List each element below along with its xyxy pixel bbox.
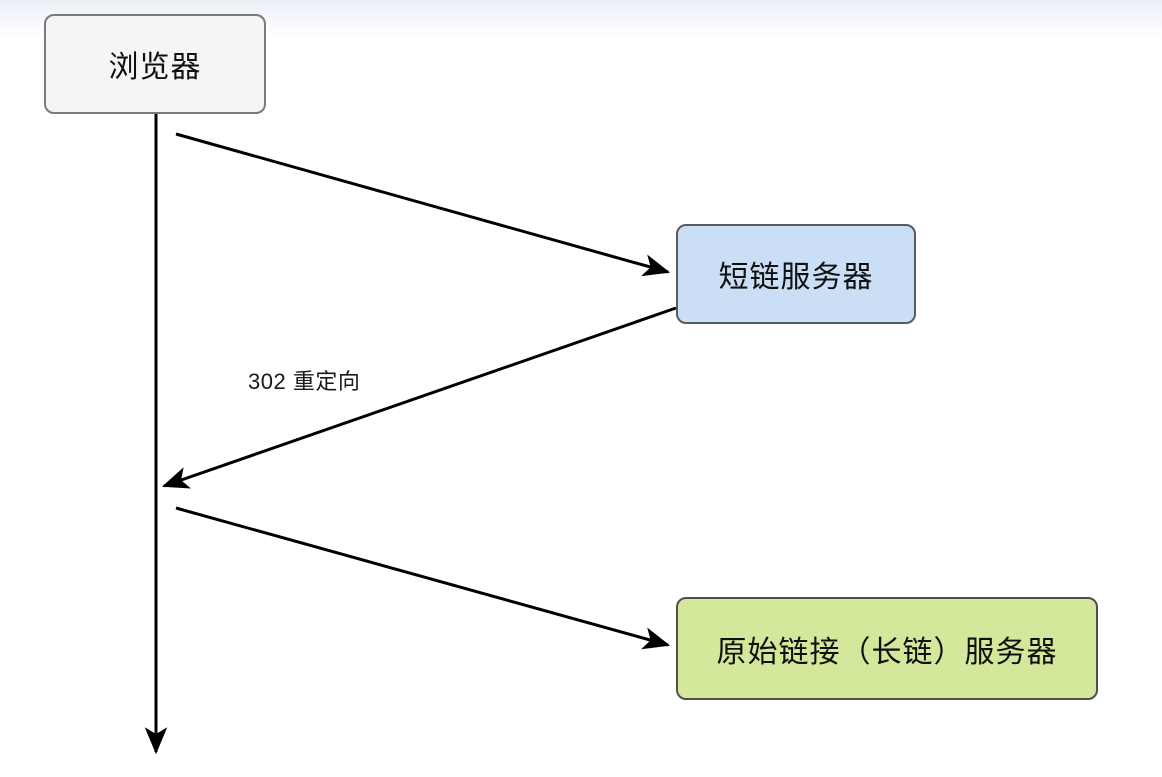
edge-label-302-redirect: 302 重定向 — [248, 369, 361, 394]
edge-browser-to-shortlink — [175, 132, 671, 277]
node-browser-label: 浏览器 — [108, 51, 202, 84]
node-browser[interactable]: 浏览器 — [44, 14, 266, 114]
node-origin-server-label: 原始链接（长链）服务器 — [716, 635, 1058, 669]
node-shortlink-server[interactable]: 短链服务器 — [676, 224, 916, 324]
edge-shortlink-to-browser — [161, 306, 677, 489]
node-origin-server[interactable]: 原始链接（长链）服务器 — [676, 597, 1098, 700]
edge-browser-to-origin — [175, 506, 671, 650]
node-shortlink-server-label: 短链服务器 — [718, 261, 874, 294]
